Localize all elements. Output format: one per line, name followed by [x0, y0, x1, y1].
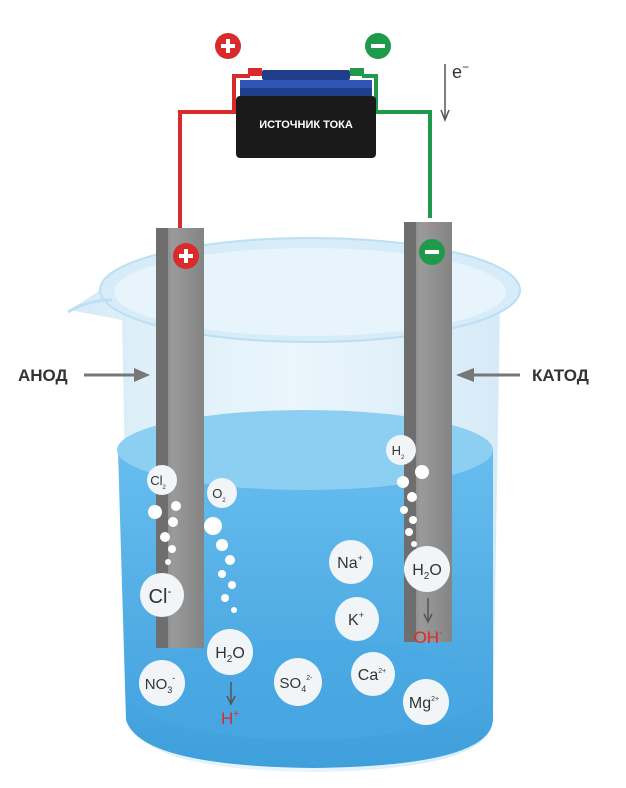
ion-ca: Ca2+ [351, 652, 395, 696]
svg-text:Cl-: Cl- [149, 584, 172, 608]
svg-text:H+: H+ [221, 709, 239, 728]
ion-cl-minus: Cl- [140, 573, 184, 617]
anode-callout: АНОД [18, 366, 150, 385]
ion-o2: O2 [207, 478, 237, 508]
h-plus-product: H+ [221, 682, 239, 728]
power-source-label: ИСТОЧНИК ТОКА [259, 119, 353, 131]
ion-so4: SO42- [274, 658, 322, 706]
cathode-minus-icon [419, 239, 445, 265]
ion-na: Na+ [329, 540, 373, 584]
cathode-label: КАТОД [532, 366, 589, 385]
positive-wire [178, 74, 250, 228]
ion-no3: NO3- [139, 660, 185, 706]
svg-text:SO42-: SO42- [280, 675, 314, 694]
cathode-bubbles [397, 465, 429, 547]
ion-h2o-cathode: H2O [404, 546, 450, 592]
plus-terminal-sign [215, 33, 241, 59]
svg-text:H2: H2 [392, 443, 405, 461]
ion-cl2: Cl2 [147, 465, 177, 495]
ion-h2: H2 [386, 435, 416, 465]
svg-text:OH-: OH- [414, 628, 443, 647]
power-source: ИСТОЧНИК ТОКА [236, 68, 376, 158]
svg-text:Ca2+: Ca2+ [358, 667, 386, 684]
minus-terminal-sign [365, 33, 391, 59]
anode-label: АНОД [18, 366, 68, 385]
svg-text:Cl2: Cl2 [150, 473, 166, 491]
ion-mg: Mg2+ [403, 679, 449, 725]
svg-text:Na+: Na+ [337, 553, 363, 572]
electron-flow: e− [440, 60, 469, 123]
cathode-callout: КАТОД [456, 366, 589, 385]
svg-text:K+: K+ [348, 610, 364, 629]
svg-text:H2O: H2O [215, 645, 245, 665]
svg-text:Mg2+: Mg2+ [409, 695, 439, 712]
svg-text:H2O: H2O [412, 562, 442, 582]
svg-text:O2: O2 [212, 486, 226, 504]
electron-charge: − [462, 60, 469, 74]
svg-text:NO3-: NO3- [145, 673, 176, 695]
anode-bubbles [148, 501, 237, 613]
anode-plus-icon [173, 243, 199, 269]
electron-symbol: e [452, 62, 462, 82]
oh-minus-product: OH- [414, 598, 443, 647]
ion-k: K+ [335, 597, 379, 641]
svg-text:e−: e− [452, 60, 469, 82]
ion-h2o-anode: H2O [207, 629, 253, 675]
